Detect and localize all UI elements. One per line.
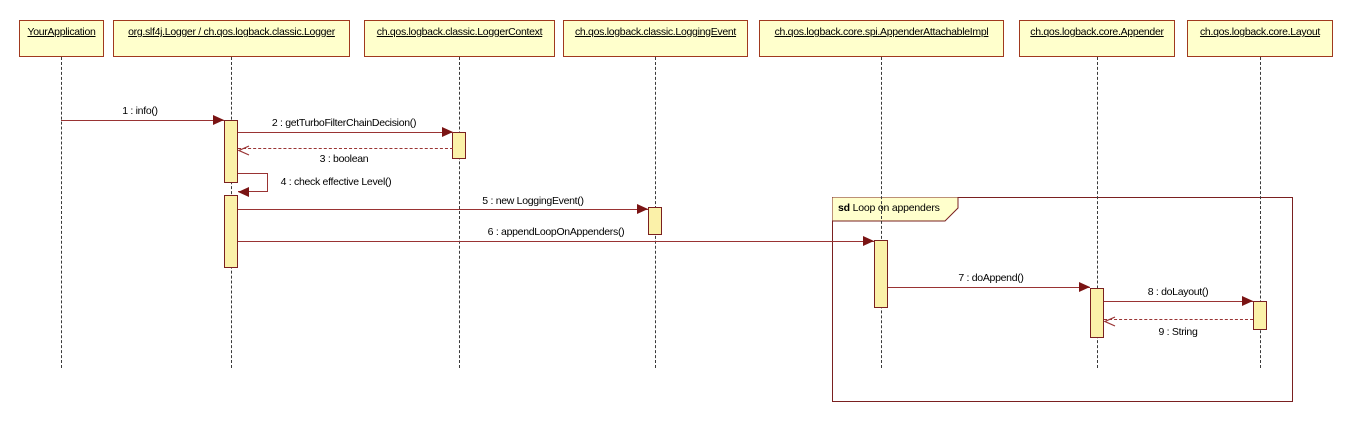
message-line-3 — [238, 148, 453, 149]
message-label-3: 3 : boolean — [319, 153, 369, 165]
participant-slf4j-logback-logger: org.slf4j.Logger / ch.qos.logback.classi… — [113, 20, 350, 57]
participant-label-slf4j-logback-logger: org.slf4j.Logger / ch.qos.logback.classi… — [128, 26, 335, 38]
fragment-caption: sd Loop on appenders — [838, 202, 940, 214]
message-label-6: 6 : appendLoopOnAppenders() — [487, 226, 625, 238]
message-label-2: 2 : getTurboFilterChainDecision() — [271, 117, 417, 129]
message-line-2 — [238, 132, 453, 133]
fragment-label-pentagon — [831, 196, 959, 222]
message-line-5 — [238, 209, 648, 210]
activation-appender-attachable-impl-4 — [874, 240, 888, 308]
message-line-6 — [238, 241, 874, 242]
participant-your-application: YourApplication — [19, 20, 104, 57]
message-7-arrowhead-icon — [1079, 282, 1090, 292]
activation-layout-6 — [1253, 301, 1267, 330]
message-label-1: 1 : info() — [122, 105, 158, 117]
message-line-8 — [1104, 301, 1253, 302]
message-label-5: 5 : new LoggingEvent() — [482, 195, 584, 207]
message-1-arrowhead-icon — [213, 115, 224, 125]
message-line-1 — [61, 120, 224, 121]
message-3-arrowhead-icon — [237, 143, 250, 161]
message-label-9: 9 : String — [1158, 326, 1198, 338]
participant-logger-context: ch.qos.logback.classic.LoggerContext — [364, 20, 555, 57]
message-5-arrowhead-icon — [637, 204, 648, 214]
participant-label-appender: ch.qos.logback.core.Appender — [1030, 26, 1164, 38]
fragment-pentagon-shape — [831, 196, 959, 222]
fragment-keyword: sd — [838, 202, 850, 214]
participant-logging-event: ch.qos.logback.classic.LoggingEvent — [563, 20, 748, 57]
message-label-4: 4 : check effective Level() — [280, 176, 392, 188]
activation-logger-context-2 — [452, 132, 466, 159]
activation-logging-event-3 — [648, 207, 662, 235]
loop-fragment-frame — [832, 197, 1293, 402]
message-line-4 — [238, 173, 268, 192]
lifeline-appender-attachable-impl — [881, 57, 882, 368]
message-2-arrowhead-icon — [442, 127, 453, 137]
participant-appender-attachable-impl: ch.qos.logback.core.spi.AppenderAttachab… — [759, 20, 1004, 57]
message-label-7: 7 : doAppend() — [958, 272, 1024, 284]
message-line-9 — [1104, 319, 1253, 320]
lifeline-appender — [1097, 57, 1098, 368]
activation-slf4j-logback-logger-1 — [224, 195, 238, 268]
lifeline-layout — [1260, 57, 1261, 368]
participant-label-logging-event: ch.qos.logback.classic.LoggingEvent — [574, 26, 737, 38]
message-4-arrowhead-icon — [238, 187, 249, 197]
activation-slf4j-logback-logger-0 — [224, 120, 238, 183]
participant-label-logger-context: ch.qos.logback.classic.LoggerContext — [376, 26, 543, 38]
message-6-arrowhead-icon — [863, 236, 874, 246]
message-label-8: 8 : doLayout() — [1147, 286, 1209, 298]
participant-appender: ch.qos.logback.core.Appender — [1019, 20, 1175, 57]
lifeline-your-application — [61, 57, 62, 368]
open-arrowhead-shape — [1103, 316, 1116, 327]
participant-layout: ch.qos.logback.core.Layout — [1187, 20, 1333, 57]
lifeline-logger-context — [459, 57, 460, 368]
open-arrowhead-shape — [237, 145, 250, 156]
participant-label-your-application: YourApplication — [27, 26, 96, 38]
message-8-arrowhead-icon — [1242, 296, 1253, 306]
fragment-operand-label: Loop on appenders — [852, 202, 940, 214]
participant-label-appender-attachable-impl: ch.qos.logback.core.spi.AppenderAttachab… — [774, 26, 989, 38]
activation-appender-5 — [1090, 288, 1104, 338]
message-9-arrowhead-icon — [1103, 314, 1116, 332]
participant-label-layout: ch.qos.logback.core.Layout — [1199, 26, 1321, 38]
message-line-7 — [888, 287, 1090, 288]
